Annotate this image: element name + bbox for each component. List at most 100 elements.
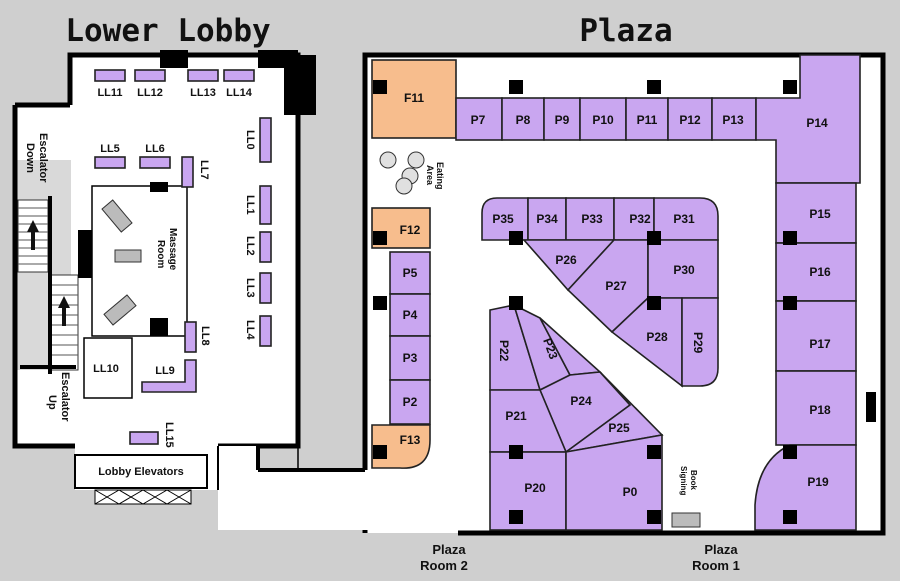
booth-p13[interactable]	[711, 97, 757, 141]
booth-label: P24	[570, 394, 592, 408]
booth-label: LL13	[190, 87, 216, 99]
food-label: F13	[400, 433, 421, 447]
booth-label: P7	[471, 113, 486, 127]
booth-label: P9	[555, 113, 570, 127]
booth-label: P17	[809, 337, 831, 351]
massage-room-label-2: Room	[155, 240, 166, 268]
booth-label: P23	[540, 336, 561, 361]
booth-label: P10	[592, 113, 614, 127]
booth-p20[interactable]	[489, 451, 567, 531]
booth-label: P28	[646, 330, 668, 344]
booth-p34[interactable]	[527, 197, 567, 241]
booth-label: P35	[492, 212, 514, 226]
booth-label: LL1	[244, 195, 256, 215]
booth-label: LL9	[155, 365, 175, 377]
escalator-up[interactable]	[49, 274, 79, 371]
connecting-corridor	[217, 446, 365, 530]
booth-ll15[interactable]	[129, 431, 159, 445]
arrow-up-icon	[58, 296, 70, 326]
booth-label: P8	[516, 113, 531, 127]
food-label: F11	[404, 91, 424, 105]
eating-area-label-2: Area	[425, 165, 435, 186]
booth-p0[interactable]	[565, 434, 663, 531]
plaza-room-1-label-2: Room 1	[692, 558, 740, 573]
booth-label: P20	[524, 481, 546, 495]
booth-label: P14	[806, 116, 828, 130]
booth-ll2[interactable]	[259, 231, 272, 263]
escalator-up-label-2: Up	[46, 395, 58, 410]
booth-ll4[interactable]	[259, 315, 272, 347]
food-label: F12	[400, 223, 421, 237]
booth-label: P5	[403, 266, 418, 280]
booth-label: P22	[497, 340, 511, 362]
booth-label: P25	[608, 421, 630, 435]
plaza-room-2-label-1: Plaza	[432, 542, 466, 557]
booth-label: LL4	[244, 320, 256, 340]
booth-label: P30	[673, 263, 695, 277]
eating-area[interactable]	[379, 151, 425, 195]
arrow-up-icon	[27, 220, 39, 250]
booth-p19[interactable]	[754, 444, 857, 531]
booth-label: LL11	[97, 87, 122, 99]
booth-ll3[interactable]	[259, 272, 272, 304]
food-f11[interactable]	[371, 59, 457, 139]
booth-p31[interactable]	[653, 197, 719, 241]
booth-label: P16	[809, 265, 831, 279]
booth-p14[interactable]	[755, 54, 861, 184]
escalator-down-label-2: Down	[24, 143, 36, 173]
lower-island	[489, 303, 664, 531]
book-signing-table[interactable]	[671, 512, 701, 528]
booth-label: P4	[403, 308, 418, 322]
booth-label: LL7	[198, 160, 210, 180]
massage-room-label-1: Massage	[167, 228, 178, 271]
booth-label: LL14	[226, 87, 253, 99]
booth-ll1[interactable]	[259, 185, 272, 225]
lower-lobby-area: Massage Room Lobby Elevators	[12, 50, 316, 505]
booth-label: LL15	[163, 422, 175, 448]
plaza-pillars	[373, 80, 876, 524]
booth-ll11[interactable]	[94, 69, 126, 82]
booth-p17[interactable]	[775, 300, 857, 372]
booth-ll5[interactable]	[94, 156, 126, 169]
booth-label: P12	[679, 113, 701, 127]
booth-label: P27	[605, 279, 627, 293]
booth-p8[interactable]	[501, 97, 545, 141]
massage-room[interactable]: Massage Room	[91, 182, 188, 337]
booth-label: P13	[722, 113, 744, 127]
booth-label: LL3	[244, 278, 256, 298]
booth-label: LL2	[244, 236, 256, 256]
booth-label: P34	[536, 212, 558, 226]
booth-ll13[interactable]	[187, 69, 219, 82]
booth-p2[interactable]	[389, 379, 431, 425]
booth-label: P33	[581, 212, 603, 226]
booth-label: P32	[629, 212, 651, 226]
booth-label: P3	[403, 351, 418, 365]
escalator-down[interactable]	[17, 199, 49, 273]
booth-p12[interactable]	[667, 97, 713, 141]
booth-label: LL8	[199, 326, 211, 346]
booth-label: LL12	[137, 87, 163, 99]
booth-label: P0	[623, 485, 638, 499]
booth-p11[interactable]	[625, 97, 669, 141]
plaza-room-2-label-2: Room 2	[420, 558, 468, 573]
plaza-room-1-label-1: Plaza	[704, 542, 738, 557]
booth-p9[interactable]	[543, 97, 581, 141]
booth-ll14[interactable]	[223, 69, 255, 82]
booth-label: P31	[673, 212, 695, 226]
booth-label: LL10	[93, 363, 119, 375]
booth-ll6[interactable]	[139, 156, 171, 169]
booth-ll12[interactable]	[134, 69, 166, 82]
booth-label: P19	[807, 475, 829, 489]
lobby-elevators[interactable]: Lobby Elevators	[74, 454, 208, 505]
booth-label: P26	[555, 253, 577, 267]
booth-p29[interactable]	[681, 297, 719, 387]
booth-ll9[interactable]	[141, 359, 197, 393]
booth-label: P15	[809, 207, 831, 221]
booth-ll7[interactable]	[181, 156, 194, 188]
booth-p10[interactable]	[579, 97, 627, 141]
booth-label: P29	[691, 332, 705, 354]
booth-ll0[interactable]	[259, 117, 272, 163]
upper-island	[481, 197, 719, 388]
booth-ll8[interactable]	[184, 321, 197, 353]
